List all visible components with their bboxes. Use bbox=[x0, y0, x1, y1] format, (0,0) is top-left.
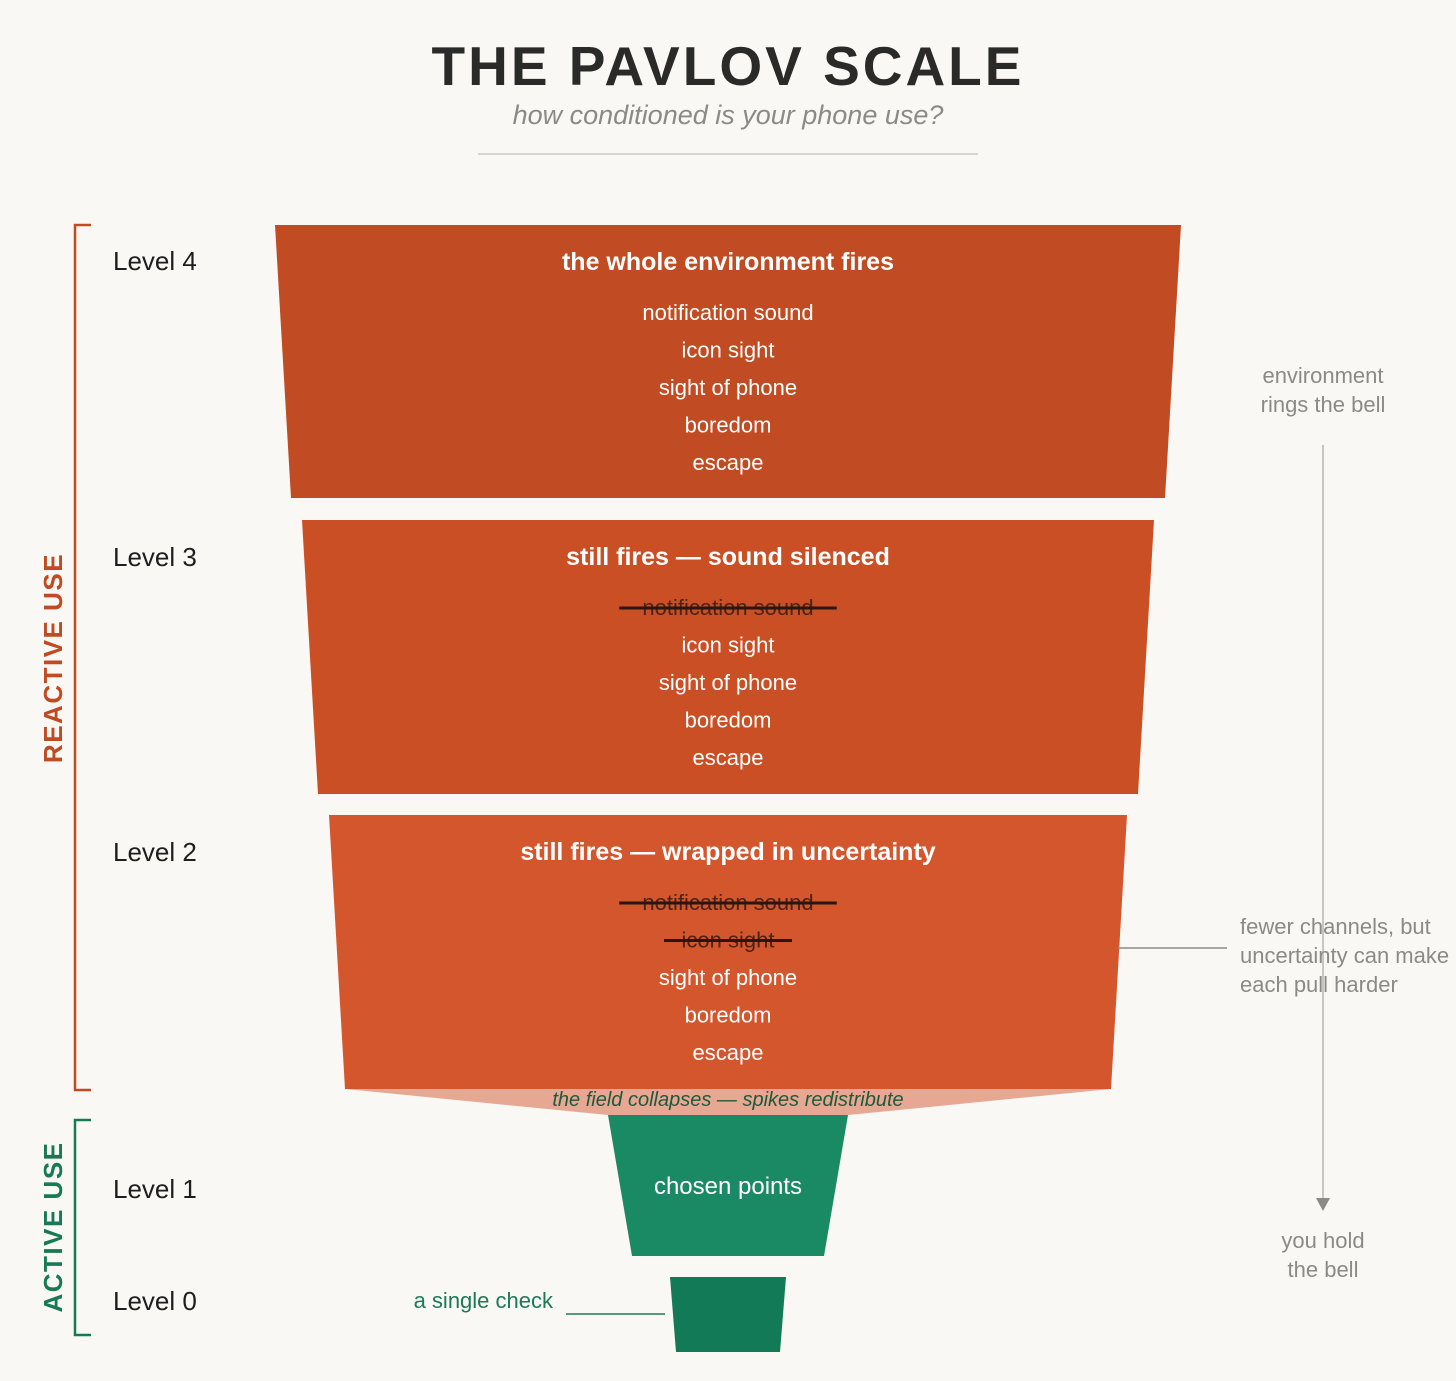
page-title: THE PAVLOV SCALE bbox=[432, 35, 1025, 97]
level-0-note: a single check bbox=[414, 1288, 554, 1313]
level-item: notification sound bbox=[642, 300, 813, 325]
level-4-items: notification sound icon sight sight of pho… bbox=[642, 300, 813, 475]
level-3-label: Level 3 bbox=[113, 542, 197, 572]
level-item: escape bbox=[693, 450, 764, 475]
level-item: escape bbox=[693, 1040, 764, 1065]
level-4-label: Level 4 bbox=[113, 246, 197, 276]
level-0-label: Level 0 bbox=[113, 1286, 197, 1316]
level-item: icon sight bbox=[682, 633, 775, 658]
active-bracket bbox=[73, 1118, 91, 1337]
level-item: sight of phone bbox=[659, 965, 797, 990]
level-1-box bbox=[608, 1115, 848, 1256]
level-3-box bbox=[302, 520, 1154, 794]
bottom-annotation-line-2: the bell bbox=[1288, 1257, 1359, 1282]
level-4-title: the whole environment fires bbox=[562, 248, 894, 276]
level-item: boredom bbox=[685, 413, 772, 438]
page-subtitle: how conditioned is your phone use? bbox=[513, 100, 944, 130]
middle-annotation-line-1: fewer channels, but bbox=[1240, 914, 1431, 939]
reactive-bracket bbox=[73, 223, 91, 1092]
top-annotation-line-1: environment bbox=[1262, 363, 1383, 388]
top-annotation-line-2: rings the bell bbox=[1261, 392, 1386, 417]
level-2-label: Level 2 bbox=[113, 837, 197, 867]
level-item: sight of phone bbox=[659, 670, 797, 695]
collapse-note: the field collapses — spikes redistribut… bbox=[552, 1089, 903, 1111]
level-item: icon sight bbox=[682, 338, 775, 363]
bottom-annotation-line-1: you hold bbox=[1281, 1228, 1364, 1253]
level-item: boredom bbox=[685, 708, 772, 733]
level-2-box bbox=[329, 815, 1127, 1089]
middle-annotation-line-2: uncertainty can make bbox=[1240, 943, 1449, 968]
level-2-title: still fires — wrapped in uncertainty bbox=[520, 838, 935, 866]
level-item: escape bbox=[693, 745, 764, 770]
reactive-use-label: REACTIVE USE bbox=[38, 553, 68, 763]
level-item: boredom bbox=[685, 1003, 772, 1028]
collapse-band bbox=[345, 1089, 1111, 1115]
level-3-title: still fires — sound silenced bbox=[566, 543, 890, 571]
active-use-label: ACTIVE USE bbox=[38, 1141, 68, 1312]
progression-arrow-head bbox=[1316, 1198, 1330, 1211]
level-0-box bbox=[670, 1277, 786, 1352]
level-1-label: Level 1 bbox=[113, 1174, 197, 1204]
level-1-text: chosen points bbox=[654, 1173, 802, 1200]
middle-annotation-line-3: each pull harder bbox=[1240, 972, 1398, 997]
level-item: sight of phone bbox=[659, 375, 797, 400]
level-4-box bbox=[275, 225, 1181, 498]
